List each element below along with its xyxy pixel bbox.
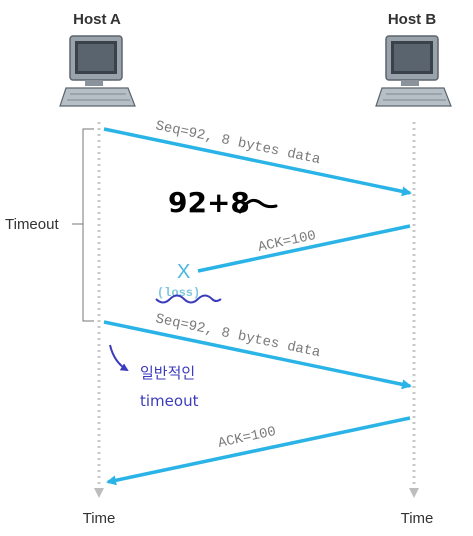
note-arrow-icon [109, 344, 129, 372]
host-a-label: Host A [73, 11, 121, 28]
timeout-bracket [82, 128, 94, 322]
note-korean-line1: 일반적인 [140, 364, 195, 382]
message-arrow-ack-lost [197, 224, 411, 273]
computer-icon [59, 35, 136, 107]
message-arrow-seq-1 [103, 127, 412, 197]
handwritten-annotation: 92+8 [168, 186, 250, 219]
host-b-time-label: Time [401, 510, 434, 527]
host-a-time-arrow [94, 488, 104, 498]
handwritten-underline [155, 294, 222, 304]
timeout-label: Timeout [5, 216, 59, 233]
message-arrow-ack-2 [106, 416, 411, 486]
host-b-label: Host B [388, 11, 437, 28]
host-b-time-arrow [409, 488, 419, 498]
handwritten-scribble [238, 198, 278, 214]
host-a-time-label: Time [83, 510, 116, 527]
message-arrow-seq-2 [103, 320, 412, 390]
computer-icon [375, 35, 452, 107]
loss-label: (loss) [157, 286, 200, 300]
note-korean-line2: timeout [140, 392, 199, 410]
loss-x-icon: X [177, 261, 190, 283]
